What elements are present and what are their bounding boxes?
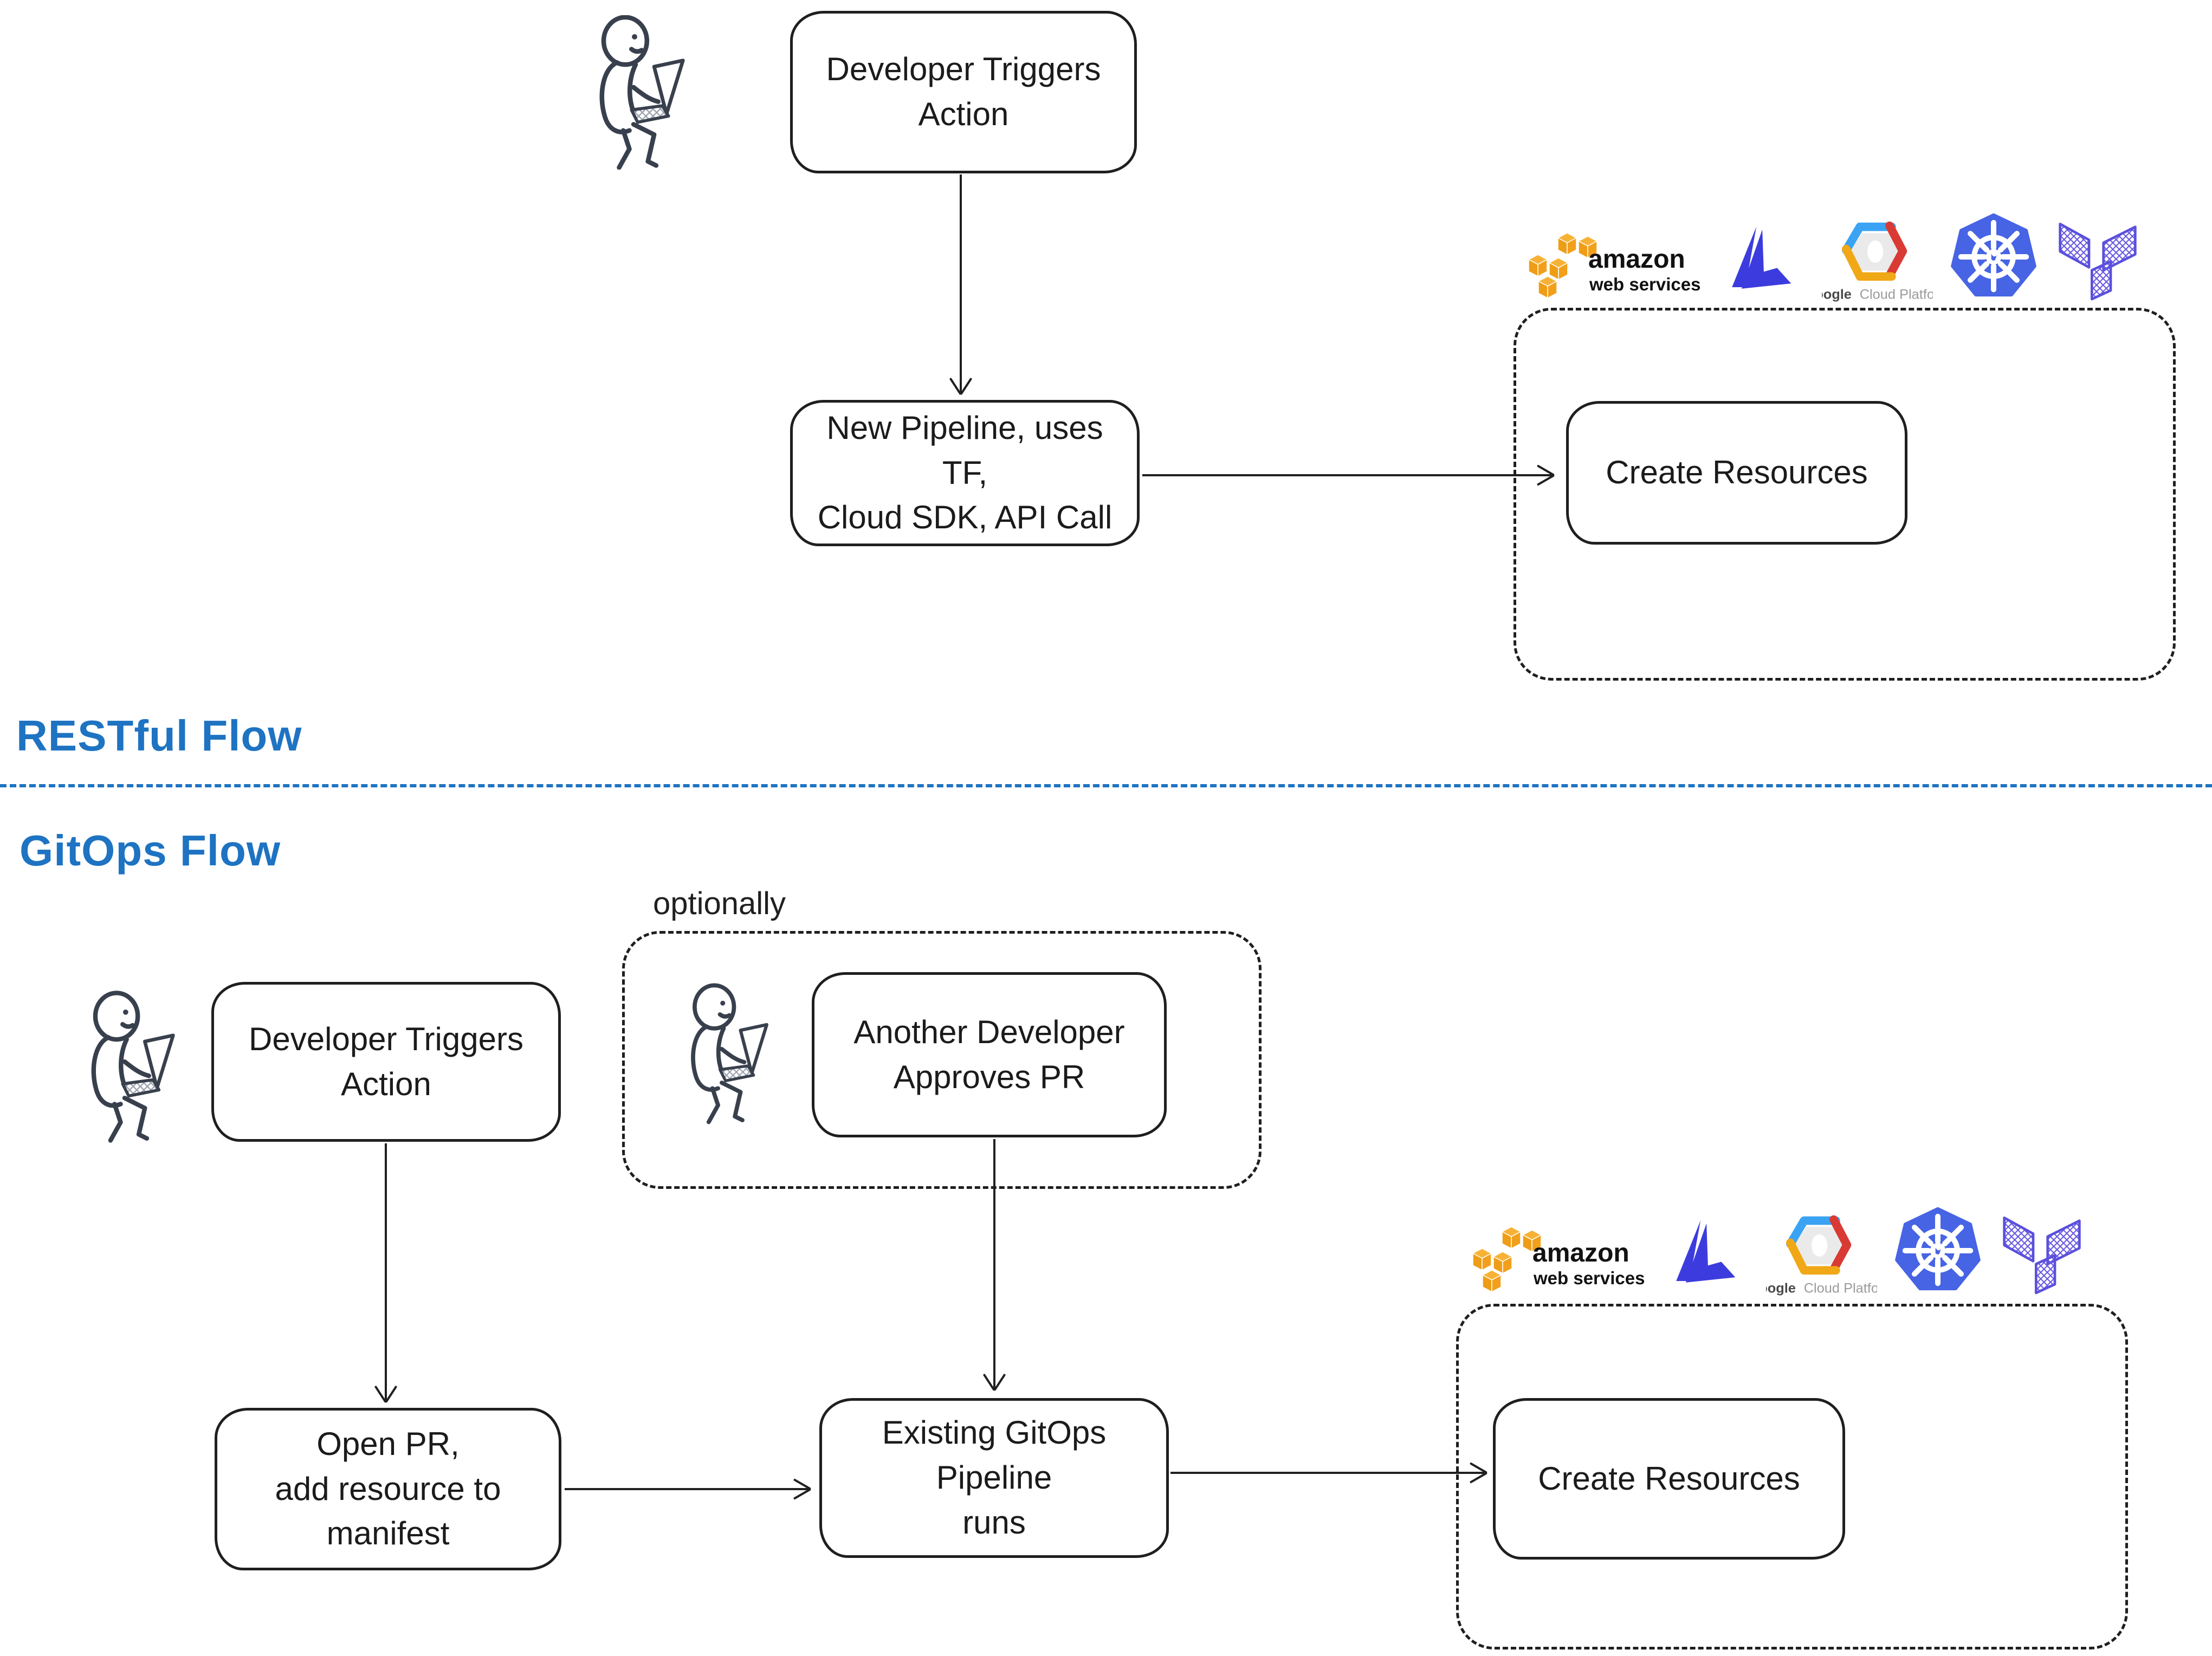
person-with-laptop-drawing xyxy=(91,991,175,1143)
gcp-wordmark-google: Google xyxy=(1766,1280,1796,1296)
aws-wordmark-line2: web services xyxy=(1533,1268,1645,1288)
gcp-wordmark-rest: Cloud Platform xyxy=(1804,1280,1877,1296)
terraform-icon xyxy=(2059,223,2137,301)
optionally-container xyxy=(622,931,1262,1189)
arrow-open-pr-to-gitops-pipeline xyxy=(565,1488,810,1490)
node-existing-gitops-pipeline: Existing GitOps Pipeline runs xyxy=(819,1398,1169,1558)
node-open-pr: Open PR, add resource to manifest xyxy=(215,1408,561,1570)
aws-wordmark-line1: amazon xyxy=(1588,245,1685,274)
restful-flow-label: RESTful Flow xyxy=(16,711,302,760)
gitops-flow-label: GitOps Flow xyxy=(20,826,281,875)
optionally-label: optionally xyxy=(653,886,786,921)
aws-wordmark-line2: web services xyxy=(1589,274,1700,294)
approver-developer-icon xyxy=(681,971,784,1136)
gcp-icon: Google Cloud Platform xyxy=(1822,221,1933,302)
arrow-developer-to-open-pr xyxy=(385,1143,387,1401)
terraform-icon xyxy=(2003,1217,2081,1295)
node-create-resources-restful: Create Resources xyxy=(1566,401,1907,545)
person-with-laptop-drawing xyxy=(691,983,768,1124)
gcp-wordmark-rest: Cloud Platform xyxy=(1860,287,1933,302)
node-another-developer-approves-pr: Another Developer Approves PR xyxy=(812,972,1167,1137)
developer-icon-gitops xyxy=(80,984,191,1149)
node-developer-triggers-action: Developer Triggers Action xyxy=(790,11,1137,173)
aws-icon: amazon web services xyxy=(1472,1227,1645,1293)
cloud-provider-logos-restful: amazon web services Google Cloud Platfor… xyxy=(1525,210,2141,303)
flow-divider-dashed-line xyxy=(0,784,2212,787)
arrow-developer-to-pipeline xyxy=(960,174,962,393)
svg-text:Google Cloud Platform: Google Cloud Platform xyxy=(1822,287,1933,302)
person-with-laptop-drawing xyxy=(599,15,685,170)
arrow-approver-to-gitops-pipeline xyxy=(993,1139,995,1389)
node-create-resources-gitops: Create Resources xyxy=(1493,1398,1845,1560)
kubernetes-icon xyxy=(1895,1207,1981,1291)
aws-icon: amazon web services xyxy=(1528,233,1700,299)
arrow-gitops-pipeline-to-create-resources xyxy=(1170,1472,1486,1474)
aws-wordmark-line1: amazon xyxy=(1532,1239,1629,1267)
gcp-icon: Google Cloud Platform xyxy=(1766,1215,1877,1296)
cloud-providers-container-restful xyxy=(1514,308,2176,681)
cloud-providers-container-gitops xyxy=(1456,1304,2128,1649)
arrow-pipeline-to-create-resources xyxy=(1142,474,1553,476)
cloud-provider-logos-gitops: amazon web services Google Cloud Platfor… xyxy=(1470,1204,2085,1297)
azure-icon xyxy=(1676,1220,1736,1283)
gcp-wordmark-google: Google xyxy=(1822,287,1852,302)
azure-icon xyxy=(1732,227,1791,289)
node-developer-triggers-action-gitops: Developer Triggers Action xyxy=(211,982,561,1142)
node-new-pipeline: New Pipeline, uses TF, Cloud SDK, API Ca… xyxy=(790,400,1140,546)
developer-icon xyxy=(588,15,702,170)
kubernetes-icon xyxy=(1951,213,2036,297)
svg-text:Google Cloud Platform: Google Cloud Platform xyxy=(1766,1280,1877,1296)
